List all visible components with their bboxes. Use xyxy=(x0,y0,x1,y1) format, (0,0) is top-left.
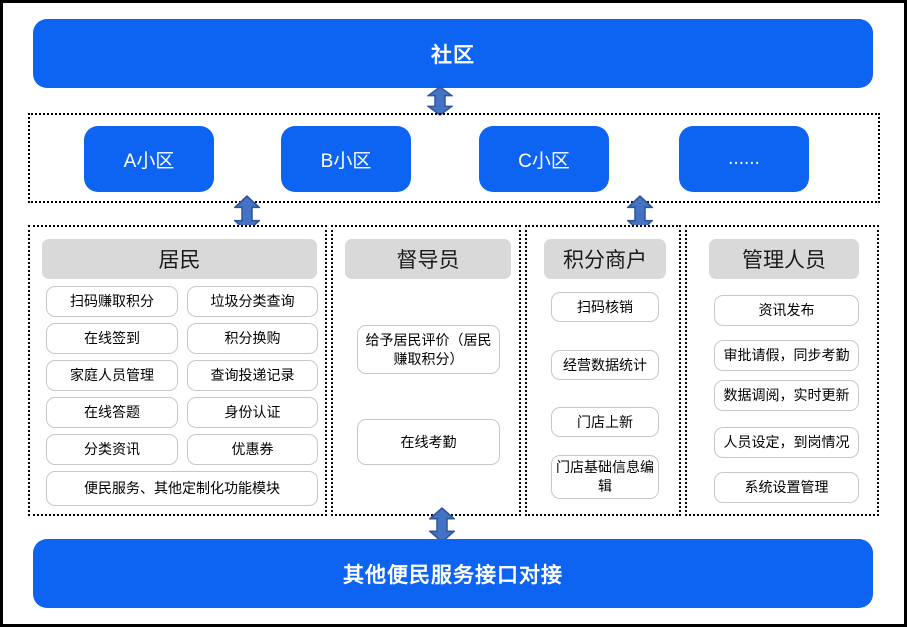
feature-box: 数据调阅，实时更新 xyxy=(714,380,859,411)
feature-box: 扫码赚取积分 xyxy=(46,286,178,317)
district-box-more: ...... xyxy=(679,126,809,192)
feature-box: 优惠券 xyxy=(187,434,318,465)
feature-box: 扫码核销 xyxy=(551,292,659,322)
feature-box: 身份认证 xyxy=(187,397,318,428)
feature-box: 审批请假，同步考勤 xyxy=(714,340,859,371)
column-header-merchants: 积分商户 xyxy=(544,239,666,279)
column-supervisors: 督导员 给予居民评价（居民赚取积分） 在线考勤 xyxy=(331,225,521,516)
feature-box: 查询投递记录 xyxy=(187,360,318,391)
districts-container: A小区 B小区 C小区 ...... xyxy=(28,113,880,203)
feature-box: 在线考勤 xyxy=(357,419,500,465)
column-header-supervisors: 督导员 xyxy=(345,239,511,279)
feature-box: 在线答题 xyxy=(46,397,178,428)
district-box-b: B小区 xyxy=(281,126,411,192)
double-arrow-icon xyxy=(427,86,453,116)
community-banner: 社区 xyxy=(33,19,873,88)
district-box-a: A小区 xyxy=(84,126,214,192)
column-merchants: 积分商户 扫码核销 经营数据统计 门店上新 门店基础信息编辑 xyxy=(525,225,681,516)
feature-box: 经营数据统计 xyxy=(551,350,659,380)
feature-box: 分类资讯 xyxy=(46,434,178,465)
feature-box: 便民服务、其他定制化功能模块 xyxy=(46,471,318,506)
feature-box: 系统设置管理 xyxy=(714,472,859,503)
column-residents: 居民 扫码赚取积分 垃圾分类查询 在线签到 积分换购 家庭人员管理 查询投递记录… xyxy=(28,225,327,516)
double-arrow-icon xyxy=(429,507,455,543)
feature-box: 门店上新 xyxy=(551,407,659,437)
feature-box: 门店基础信息编辑 xyxy=(551,455,659,499)
feature-box: 人员设定，到岗情况 xyxy=(714,427,859,458)
services-interface-banner: 其他便民服务接口对接 xyxy=(33,539,873,608)
feature-box: 资讯发布 xyxy=(714,295,859,326)
feature-box: 积分换购 xyxy=(187,323,318,354)
district-box-c: C小区 xyxy=(479,126,609,192)
feature-box: 给予居民评价（居民赚取积分） xyxy=(357,325,500,374)
feature-box: 家庭人员管理 xyxy=(46,360,178,391)
feature-box: 垃圾分类查询 xyxy=(187,286,318,317)
feature-box: 在线签到 xyxy=(46,323,178,354)
column-header-admins: 管理人员 xyxy=(709,239,859,279)
column-header-residents: 居民 xyxy=(42,239,317,279)
column-admins: 管理人员 资讯发布 审批请假，同步考勤 数据调阅，实时更新 人员设定，到岗情况 … xyxy=(685,225,879,516)
